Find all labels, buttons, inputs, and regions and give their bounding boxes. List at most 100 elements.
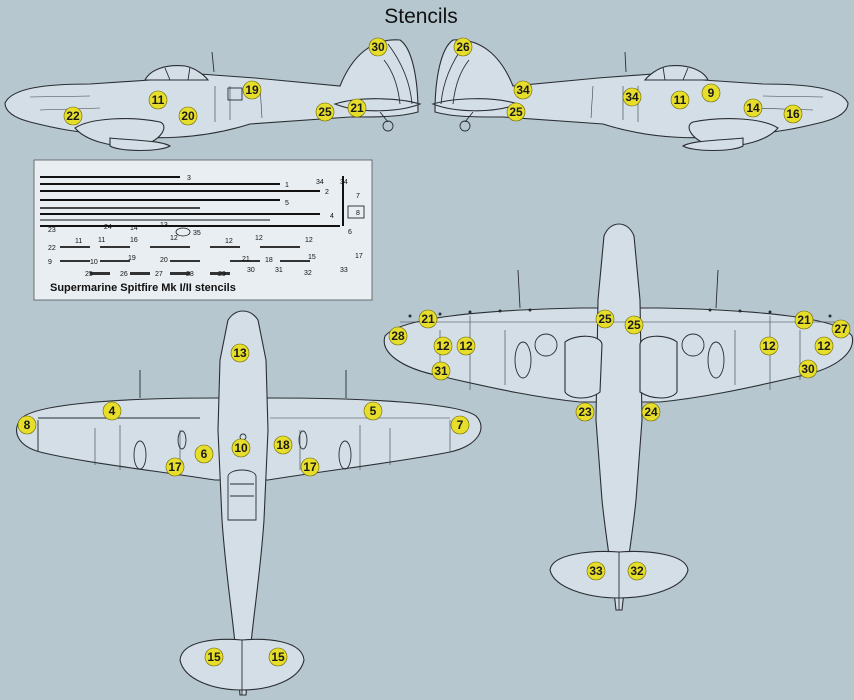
svg-text:30: 30 [801,362,815,376]
callout-marker: 32 [627,561,647,581]
svg-text:12: 12 [255,235,263,242]
svg-text:9: 9 [708,86,715,100]
svg-text:19: 19 [128,255,136,262]
svg-text:11: 11 [98,237,105,244]
svg-text:21: 21 [421,312,435,326]
svg-text:12: 12 [170,235,178,242]
callout-marker: 9 [701,83,721,103]
svg-text:33: 33 [340,267,348,274]
svg-text:5: 5 [285,200,289,207]
callout-marker: 5 [363,401,383,421]
callout-marker: 15 [204,647,224,667]
svg-text:22: 22 [48,245,56,252]
callout-marker: 6 [194,444,214,464]
callout-marker: 11 [148,90,168,110]
svg-text:26: 26 [456,40,470,54]
svg-text:13: 13 [233,346,247,360]
svg-text:21: 21 [350,101,364,115]
svg-text:6: 6 [201,447,208,461]
callout-marker: 22 [63,106,83,126]
callout-marker: 14 [743,98,763,118]
svg-text:34: 34 [340,179,348,186]
svg-text:25: 25 [85,271,93,278]
svg-text:7: 7 [356,193,360,200]
svg-text:17: 17 [355,253,363,260]
svg-text:35: 35 [193,230,201,237]
callout-marker: 25 [595,309,615,329]
svg-text:24: 24 [644,405,658,419]
svg-text:1: 1 [285,182,289,189]
callout-marker: 25 [506,102,526,122]
svg-text:12: 12 [762,339,776,353]
svg-text:24: 24 [104,224,112,231]
callout-marker: 17 [165,457,185,477]
callout-marker: 12 [814,336,834,356]
svg-text:12: 12 [817,339,831,353]
callouts: 30 11 19 22 20 25 21 26 34 25 34 11 9 14… [17,37,851,667]
callout-marker: 25 [624,315,644,335]
svg-text:18: 18 [265,257,273,264]
svg-text:34: 34 [516,83,530,97]
svg-text:29: 29 [218,271,226,278]
svg-text:27: 27 [834,322,848,336]
svg-text:12: 12 [436,339,450,353]
callout-marker: 12 [456,336,476,356]
svg-text:32: 32 [304,270,312,277]
svg-text:18: 18 [276,438,290,452]
svg-text:32: 32 [630,564,644,578]
callout-marker: 21 [347,98,367,118]
callout-marker: 16 [783,104,803,124]
svg-text:27: 27 [155,271,163,278]
svg-text:30: 30 [371,40,385,54]
callout-marker: 34 [513,80,533,100]
svg-text:15: 15 [308,254,316,261]
svg-text:8: 8 [356,210,360,217]
svg-text:9: 9 [48,259,52,266]
svg-text:7: 7 [457,418,464,432]
callout-marker: 12 [433,336,453,356]
svg-text:17: 17 [303,460,317,474]
svg-text:11: 11 [674,93,687,107]
svg-text:3: 3 [187,175,191,182]
top-view [16,310,482,696]
callout-marker: 21 [418,309,438,329]
svg-text:33: 33 [589,564,603,578]
callout-marker: 7 [450,415,470,435]
svg-text:5: 5 [370,404,377,418]
svg-text:19: 19 [245,83,259,97]
left-side-view [4,39,422,152]
svg-text:8: 8 [24,418,31,432]
callout-marker: 33 [586,561,606,581]
callout-marker: 11 [670,90,690,110]
svg-text:10: 10 [90,259,98,266]
callout-marker: 4 [102,401,122,421]
svg-text:17: 17 [168,460,182,474]
callout-marker: 12 [759,336,779,356]
svg-text:11: 11 [75,238,82,245]
callout-marker: 19 [242,80,262,100]
svg-text:23: 23 [48,227,56,234]
svg-text:20: 20 [181,109,195,123]
svg-text:11: 11 [152,93,165,107]
callout-marker: 18 [273,435,293,455]
svg-text:20: 20 [160,257,168,264]
svg-text:4: 4 [109,404,116,418]
svg-text:28: 28 [391,329,405,343]
callout-marker: 13 [230,343,250,363]
svg-text:12: 12 [225,238,233,245]
svg-text:16: 16 [786,107,800,121]
callout-marker: 17 [300,457,320,477]
svg-text:23: 23 [578,405,592,419]
svg-text:28: 28 [186,271,194,278]
callout-marker: 25 [315,102,335,122]
svg-text:14: 14 [746,101,760,115]
svg-text:25: 25 [627,318,641,332]
callout-marker: 21 [794,310,814,330]
svg-text:6: 6 [348,229,352,236]
svg-text:25: 25 [509,105,523,119]
callout-marker: 30 [798,359,818,379]
svg-text:31: 31 [275,267,283,274]
callout-marker: 24 [641,402,661,422]
right-side-view [431,39,849,152]
callout-marker: 27 [831,319,851,339]
